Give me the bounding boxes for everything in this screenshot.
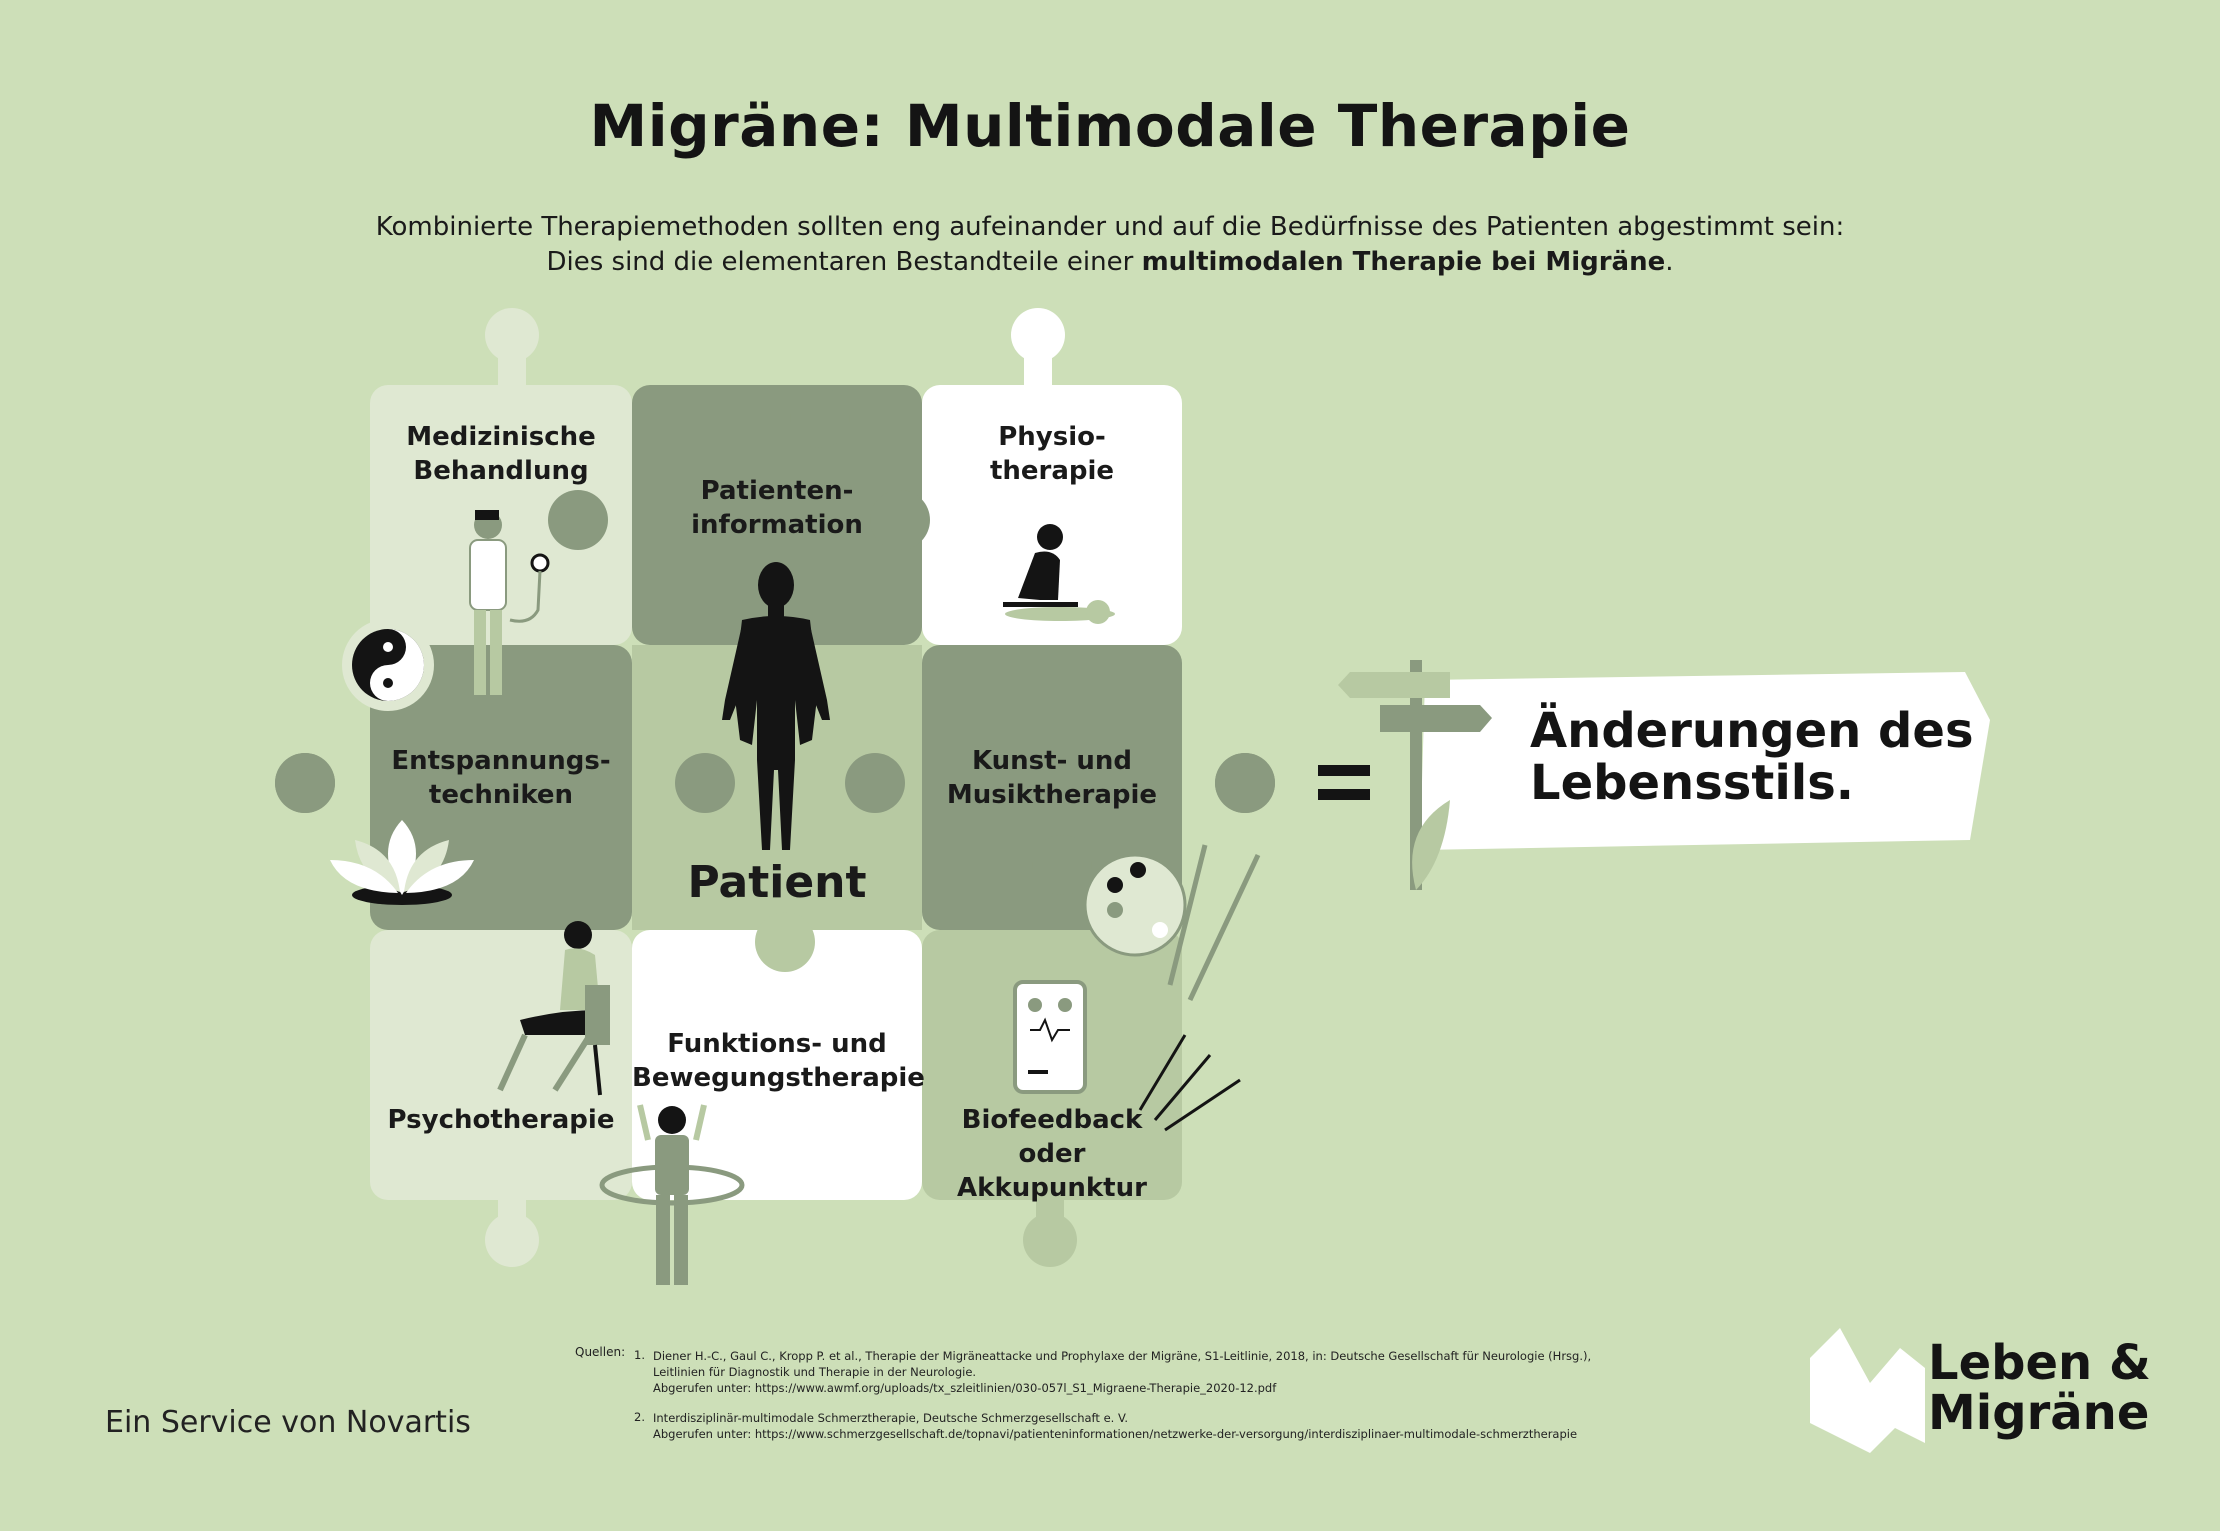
leaf-icon [1412, 800, 1450, 890]
sources-label: Quellen: [575, 1345, 626, 1359]
source-2-line-1: Interdisziplinär-multimodale Schmerzther… [653, 1411, 1128, 1425]
source-1-line-3: Abgerufen unter: https://www.awmf.org/up… [653, 1381, 1277, 1395]
piece-label-physio: Physio- therapie [989, 422, 1115, 486]
piece-label-function: Funktions- und Bewegungstherapie [632, 1029, 925, 1093]
intro-line-2-prefix: Dies sind die elementaren Bestandteile e… [546, 247, 1142, 277]
result-text: Änderungen des Lebensstils. [1530, 703, 1974, 811]
biofeedback-tablet-icon [1013, 980, 1087, 1094]
leben-migraene-logo-icon [1810, 1328, 1925, 1453]
piece-medical [370, 385, 632, 645]
source-2-num: 2. [634, 1410, 645, 1424]
intro-line-1: Kombinierte Therapiemethoden sollten eng… [375, 212, 1845, 242]
woman-sitting-icon [497, 921, 610, 1096]
massage-icon [1003, 524, 1115, 624]
piece-label-relaxation: Entspannungs- techniken [391, 746, 611, 810]
logo-text: Leben & Migräne [1928, 1335, 2151, 1441]
intro-line-2-suffix: . [1665, 247, 1674, 277]
source-1-num: 1. [634, 1348, 645, 1362]
service-text: Ein Service von Novartis [105, 1405, 471, 1440]
piece-label-art-music: Kunst- und Musiktherapie [946, 746, 1158, 810]
acupuncture-needles-icon [1138, 1034, 1241, 1132]
banner-shape [1420, 672, 1990, 850]
signpost-arrow-right [1380, 705, 1492, 732]
page-title: Migräne: Multimodale Therapie [589, 92, 1631, 160]
piece-patient-info [632, 385, 922, 645]
source-2-line-2: Abgerufen unter: https://www.schmerzgese… [653, 1427, 1578, 1441]
piece-function [632, 930, 922, 1200]
piece-label-patient: Patient [687, 857, 867, 908]
piece-label-medical: Medizinische Behandlung [406, 422, 596, 486]
piece-physio [922, 385, 1182, 645]
source-1-line-2: Leitlinien für Diagnostik und Therapie i… [653, 1365, 977, 1379]
lotus-icon [330, 820, 474, 905]
equals-icon [1318, 765, 1370, 800]
signpost-arrow-left [1338, 672, 1450, 698]
piece-label-biofeedback: Biofeedback oder Akkupunktur [957, 1105, 1147, 1203]
palette-icon [1083, 844, 1261, 1002]
piece-label-psycho: Psychotherapie [387, 1105, 615, 1135]
human-figure-icon [722, 562, 830, 850]
hula-hoop-woman-icon [599, 1104, 745, 1285]
signpost-banner [1338, 660, 1990, 890]
intro-line-2: Dies sind die elementaren Bestandteile e… [0, 247, 2220, 277]
yin-yang-icon [342, 619, 434, 711]
intro-line-2-bold: multimodalen Therapie bei Migräne [1141, 247, 1666, 277]
piece-label-patient-info: Patienten- information [691, 476, 863, 540]
doctor-icon [469, 510, 550, 695]
source-1-line-1: Diener H.-C., Gaul C., Kropp P. et al., … [653, 1349, 1592, 1363]
